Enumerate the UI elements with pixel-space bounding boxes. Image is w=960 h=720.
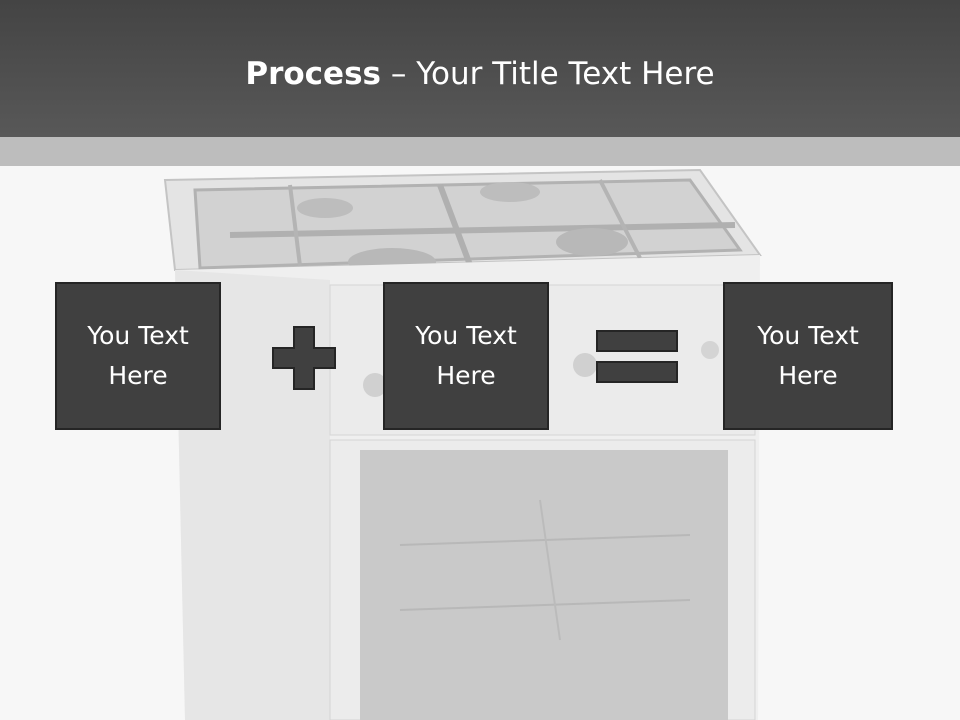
slide-title: Process – Your Title Text Here <box>0 52 960 96</box>
process-box-3: You Text Here <box>723 282 893 430</box>
process-box-3-text: You Text Here <box>757 321 859 390</box>
equals-icon <box>596 330 678 383</box>
process-box-2-text: You Text Here <box>415 321 517 390</box>
process-box-1-text: You Text Here <box>87 321 189 390</box>
process-box-2: You Text Here <box>383 282 549 430</box>
plus-icon <box>272 326 336 390</box>
title-strip <box>0 137 960 166</box>
process-box-1: You Text Here <box>55 282 221 430</box>
title-bold: Process <box>245 56 381 92</box>
title-bar <box>0 0 960 137</box>
title-rest: – Your Title Text Here <box>381 56 715 92</box>
